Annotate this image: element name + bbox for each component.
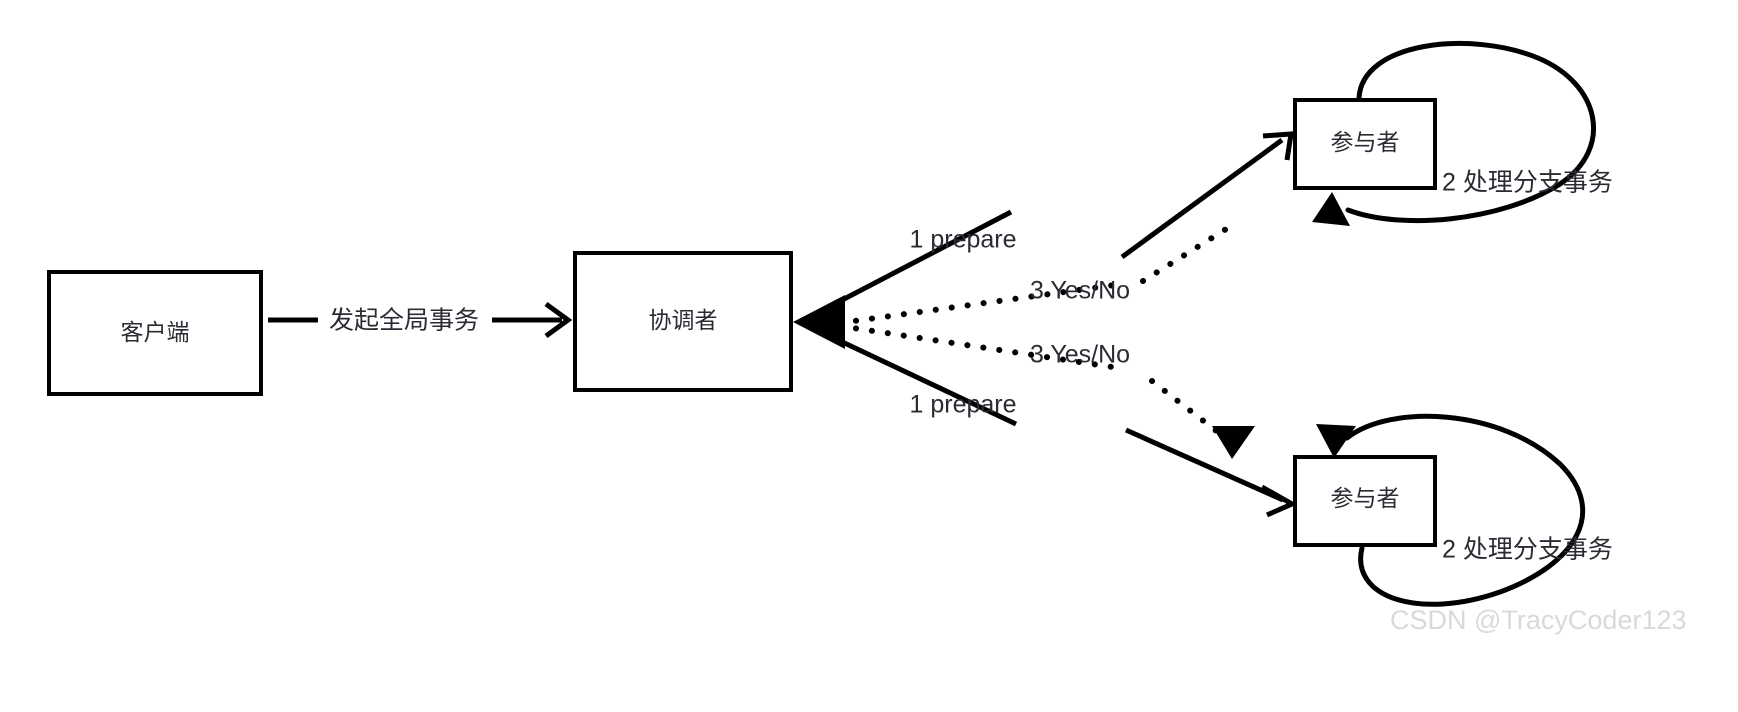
edge-prepare-top-label: 1 prepare [909, 226, 1016, 254]
node-participant-bottom-label: 参与者 [1331, 485, 1400, 511]
edge-client-coordinator-label: 发起全局事务 [329, 307, 479, 335]
edge-yesno-bottom-label: 3 Yes/No [1030, 341, 1130, 369]
edge-branch-loop-top-label: 2 处理分支事务 [1442, 169, 1613, 197]
node-participant-top-box[interactable] [1293, 98, 1437, 190]
edge-prepare-top-arrowhead-icon [1262, 131, 1294, 161]
edge-client-coordinator-arrowhead-icon [544, 301, 573, 339]
edge-branch-loop-bottom-path [1344, 413, 1586, 607]
watermark-label: CSDN @TracyCoder123 [1390, 605, 1687, 635]
edge-yesno-top-line [837, 281, 1125, 326]
edge-prepare-top-segment-b [1120, 137, 1284, 260]
edge-yesno-top-label: 3 Yes/No [1030, 277, 1130, 305]
edge-yesno-coordinator-arrowhead-icon [793, 295, 845, 349]
edge-yesno-top-riser [1140, 223, 1234, 284]
node-participant-top-label: 参与者 [1331, 129, 1400, 155]
edge-yesno-bottom-arrowhead-icon [1212, 426, 1255, 459]
edge-prepare-bottom-arrowhead-icon [1260, 484, 1298, 518]
node-coordinator-label: 协调者 [649, 307, 718, 333]
edge-prepare-bottom-label: 1 prepare [909, 391, 1016, 419]
edge-branch-loop-bottom-arrowhead-icon [1316, 424, 1356, 458]
node-client-box[interactable] [47, 270, 263, 396]
edge-branch-loop-top-path [1345, 41, 1596, 224]
edge-yesno-bottom-line [837, 323, 1122, 371]
node-coordinator-box[interactable] [573, 251, 793, 392]
edge-branch-loop-top-arrowhead-icon [1312, 192, 1350, 226]
node-client-label: 客户端 [121, 319, 190, 345]
node-participant-bottom-box[interactable] [1293, 455, 1437, 547]
edge-branch-loop-bottom-label: 2 处理分支事务 [1442, 536, 1613, 564]
edge-prepare-bottom-segment-b [1124, 427, 1285, 503]
